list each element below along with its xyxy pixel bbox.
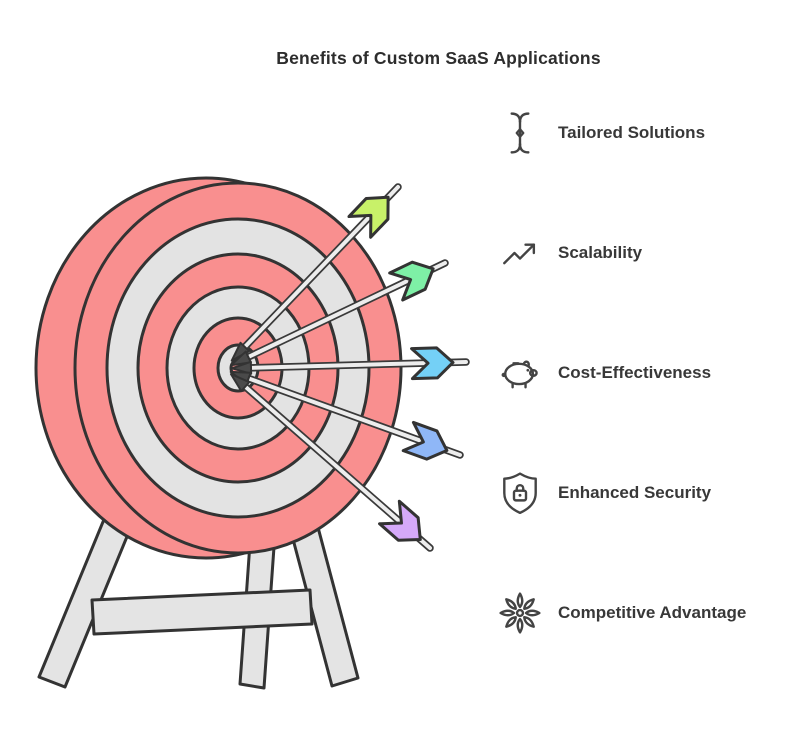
target-stand <box>37 498 360 690</box>
arrows <box>229 183 470 552</box>
benefit-label: Scalability <box>558 243 643 262</box>
arrow-purple <box>229 373 434 552</box>
benefit-tailored-solutions: Tailored Solutions <box>494 105 705 161</box>
dartboard-illustration <box>34 176 470 690</box>
benefit-label: Enhanced Security <box>558 483 712 502</box>
benefit-label: Tailored Solutions <box>558 123 706 142</box>
arrowhead <box>229 373 251 393</box>
rosette-star-icon <box>494 587 546 639</box>
arrow-mint <box>230 259 449 367</box>
piggy-bank-icon <box>494 347 546 399</box>
benefit-cost-effectiveness: Cost-Effectiveness <box>494 345 711 401</box>
page-title: Benefits of Custom SaaS Applications <box>276 48 601 68</box>
text-cursor-icon <box>494 107 546 159</box>
arrowhead <box>231 360 253 375</box>
arrow-fletching <box>401 420 449 461</box>
arrowhead <box>230 350 252 367</box>
arrow-periwinkle <box>229 370 464 461</box>
benefit-enhanced-security: Enhanced Security <box>494 465 711 521</box>
growth-chart-icon <box>494 227 546 279</box>
shield-lock-icon <box>494 467 546 519</box>
arrow-fletching <box>378 499 422 542</box>
arrow-fletching <box>347 195 390 239</box>
stand-crossbar <box>90 588 314 636</box>
benefit-competitive-advantage: Competitive Advantage <box>494 585 746 641</box>
arrow-fletching <box>410 346 455 381</box>
benefits-list: Tailored Solutions Scalability <box>494 0 794 734</box>
benefit-label: Competitive Advantage <box>558 603 747 622</box>
benefit-scalability: Scalability <box>494 225 642 281</box>
arrow-fletching <box>388 260 435 302</box>
benefit-label: Cost-Effectiveness <box>558 363 712 382</box>
arrow-sky <box>231 346 470 381</box>
